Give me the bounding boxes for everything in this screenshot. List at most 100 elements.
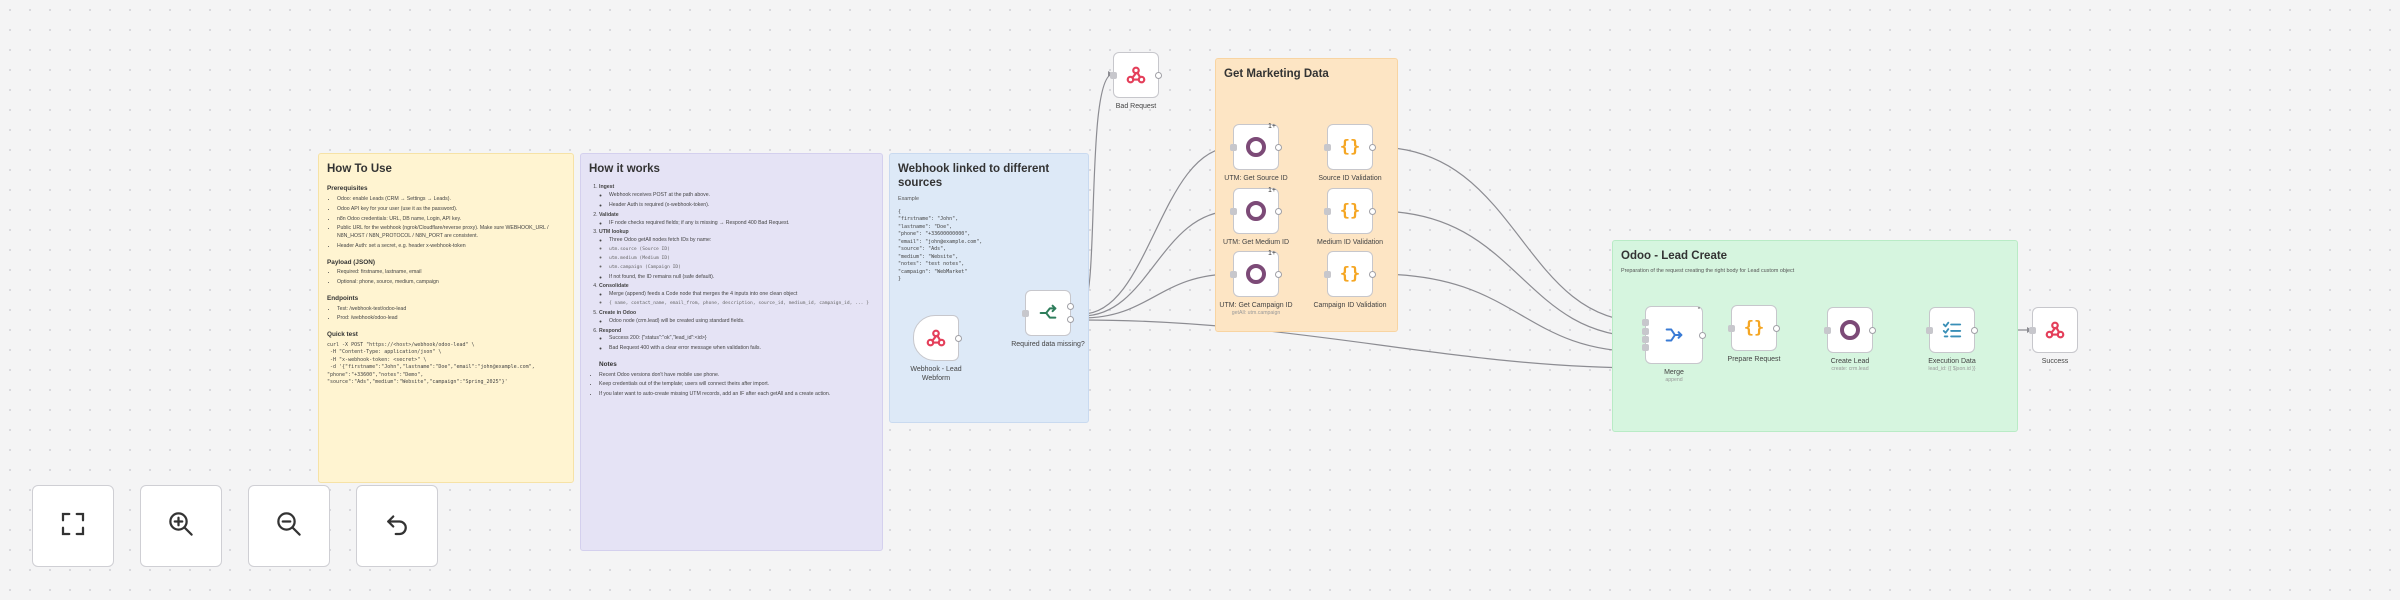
input-handle[interactable] bbox=[1642, 344, 1649, 352]
output-handle[interactable] bbox=[1067, 302, 1074, 310]
node-box[interactable]: ▫ bbox=[1642, 305, 1706, 364]
add-icon: 1+ bbox=[1268, 123, 1276, 130]
node-box[interactable]: {} bbox=[1324, 188, 1376, 234]
node-box[interactable] bbox=[1824, 307, 1876, 353]
odoo-icon bbox=[1840, 320, 1860, 340]
node-box[interactable] bbox=[1110, 52, 1162, 98]
section-heading: Notes bbox=[599, 360, 617, 368]
node-success[interactable]: Success bbox=[2029, 307, 2078, 365]
node-box[interactable] bbox=[2029, 307, 2078, 353]
output-handle[interactable] bbox=[1155, 71, 1162, 79]
output-handle[interactable] bbox=[1369, 207, 1376, 215]
output-handle[interactable] bbox=[1275, 143, 1282, 151]
list-item: Merge (append) feeds a Code node that me… bbox=[609, 291, 874, 299]
sticky-note-how-to-use[interactable]: How To Use Prerequisites Odoo: enable Le… bbox=[318, 153, 574, 483]
node-utm-get-source-id[interactable]: 1+ UTM: Get Source ID bbox=[1224, 123, 1287, 182]
list-item: Required: firstname, lastname, email bbox=[337, 269, 565, 277]
input-handle[interactable] bbox=[1926, 326, 1933, 334]
output-handle[interactable] bbox=[1869, 326, 1876, 334]
zoom-out-button[interactable] bbox=[248, 485, 330, 567]
input-handle[interactable] bbox=[1324, 270, 1331, 278]
payload-list: Required: firstname, lastname, email Opt… bbox=[327, 269, 565, 287]
list-item: utm.campaign (Campaign ID) bbox=[609, 265, 874, 272]
sticky-title: How To Use bbox=[327, 163, 392, 175]
input-handle[interactable] bbox=[2029, 326, 2036, 334]
node-box[interactable]: {} bbox=[1324, 124, 1376, 170]
node-box[interactable]: 1+ bbox=[1230, 250, 1282, 297]
edge-source-validation-to-merge bbox=[1375, 146, 1646, 323]
input-handle[interactable] bbox=[1110, 71, 1117, 79]
node-label: UTM: Get Source ID bbox=[1224, 175, 1288, 182]
output-handle[interactable] bbox=[1971, 326, 1978, 334]
output-handle[interactable] bbox=[1275, 207, 1282, 215]
edge-if-to-utm-medium bbox=[1081, 210, 1234, 317]
output-handle[interactable] bbox=[1699, 331, 1706, 339]
input-handle[interactable] bbox=[1728, 324, 1735, 332]
undo-icon bbox=[382, 509, 412, 544]
list-item: Odoo API key for your user (use it as th… bbox=[337, 206, 565, 214]
odoo-icon bbox=[1246, 201, 1266, 221]
input-handle[interactable] bbox=[1824, 326, 1831, 334]
list-item: Success 200: {"status":"ok","lead_id":<i… bbox=[609, 335, 874, 343]
node-utm-get-medium-id[interactable]: 1+ UTM: Get Medium ID bbox=[1223, 187, 1289, 246]
input-handle[interactable] bbox=[1324, 207, 1331, 215]
input-handle[interactable] bbox=[1230, 207, 1237, 215]
step-title: Create in Odoo bbox=[599, 309, 637, 316]
fit-view-button[interactable] bbox=[32, 485, 114, 567]
output-handle[interactable] bbox=[955, 334, 962, 342]
sticky-title: How it works bbox=[589, 163, 660, 175]
node-prepare-request[interactable]: {} Prepare Request bbox=[1728, 305, 1780, 363]
webhook-icon bbox=[1125, 64, 1147, 86]
input-handle[interactable] bbox=[1230, 270, 1237, 278]
sticky-note-webhook[interactable]: Webhook linked to different sources Exam… bbox=[889, 153, 1089, 423]
node-box[interactable] bbox=[1926, 307, 1978, 353]
output-handle[interactable] bbox=[1369, 270, 1376, 278]
sticky-note-how-it-works[interactable]: How it works Ingest Webhook receives POS… bbox=[580, 153, 883, 551]
input-handle[interactable] bbox=[1642, 335, 1649, 343]
input-handle[interactable] bbox=[1642, 327, 1649, 335]
node-box[interactable] bbox=[913, 315, 962, 361]
endpoints-list: Test: /webhook-test/odoo-lead Prod: /web… bbox=[327, 306, 565, 324]
list-item: Public URL for the webhook (ngrok/Cloudf… bbox=[337, 225, 565, 241]
output-handle[interactable] bbox=[1773, 324, 1780, 332]
input-handle[interactable] bbox=[1324, 143, 1331, 151]
node-medium-id-validation[interactable]: {} Medium ID Validation bbox=[1317, 188, 1383, 246]
webhook-icon bbox=[925, 327, 947, 349]
list-item: Odoo node (crm.lead) will be created usi… bbox=[609, 318, 874, 326]
node-label: Campaign ID Validation bbox=[1313, 302, 1387, 309]
node-box[interactable]: 1+ bbox=[1230, 187, 1282, 234]
step-item: Ingest Webhook receives POST at the path… bbox=[599, 184, 874, 209]
execution-data-icon bbox=[1941, 319, 1963, 341]
zoom-in-button[interactable] bbox=[140, 485, 222, 567]
node-bad-request[interactable]: Bad Request bbox=[1110, 52, 1162, 110]
node-required-data-missing[interactable]: Required data missing? bbox=[1011, 290, 1085, 348]
node-source-id-validation[interactable]: {} Source ID Validation bbox=[1318, 124, 1382, 182]
step-title: Consolidate bbox=[599, 283, 629, 290]
reset-zoom-button[interactable] bbox=[356, 485, 438, 567]
sticky-subtitle: Preparation of the request creating the … bbox=[1621, 268, 1795, 275]
list-item: Prod: /webhook/odoo-lead bbox=[337, 315, 565, 323]
node-box[interactable]: {} bbox=[1728, 305, 1780, 351]
node-campaign-id-validation[interactable]: {} Campaign ID Validation bbox=[1313, 251, 1387, 309]
list-item: utm.medium (Medium ID) bbox=[609, 256, 874, 263]
node-box[interactable]: 1+ bbox=[1230, 123, 1282, 170]
list-item: n8n Odoo credentials: URL, DB name, Logi… bbox=[337, 216, 565, 224]
output-handle[interactable] bbox=[1067, 316, 1074, 324]
output-handle[interactable] bbox=[1369, 143, 1376, 151]
node-label: Bad Request bbox=[1115, 103, 1157, 110]
input-handle[interactable] bbox=[1642, 319, 1649, 327]
input-handle[interactable] bbox=[1022, 309, 1029, 317]
output-handle[interactable] bbox=[1275, 270, 1282, 278]
list-item: Three Odoo getAll nodes fetch IDs by nam… bbox=[609, 237, 874, 245]
node-box[interactable]: {} bbox=[1324, 251, 1376, 297]
node-box[interactable] bbox=[1022, 290, 1074, 336]
input-handle[interactable] bbox=[1230, 143, 1237, 151]
